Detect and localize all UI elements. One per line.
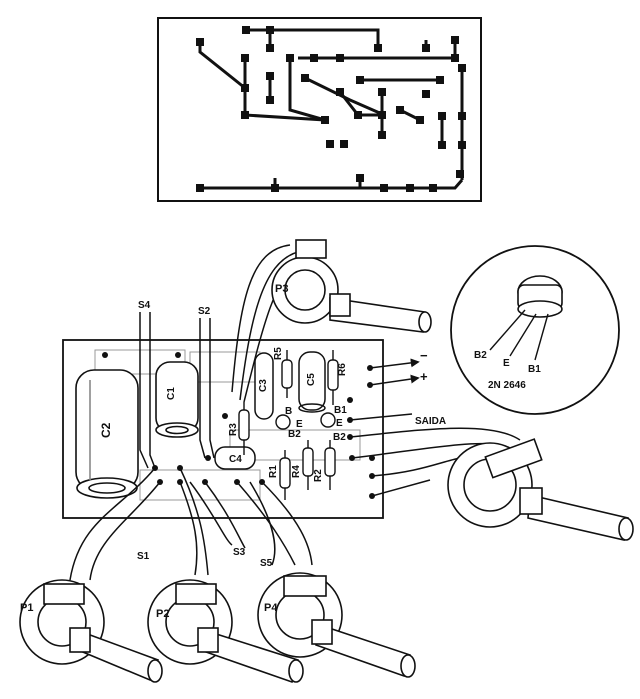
label-b: B (285, 406, 292, 417)
label-r3: R3 (228, 423, 239, 436)
label-r2: R2 (313, 469, 324, 482)
pcb-pads (196, 26, 466, 192)
label-c1: C1 (166, 387, 177, 400)
potentiometer-p1 (19, 579, 163, 683)
pcb-outline (157, 17, 482, 202)
potentiometer-p3 (271, 239, 432, 333)
capacitor-c3 (254, 352, 274, 420)
resistor-r2 (324, 440, 336, 490)
labels: S4 S2 S1 S3 S5 C1 C2 C3 C4 C5 R1 R2 R3 R… (20, 283, 541, 620)
label-r6: R6 (337, 363, 348, 376)
potentiometer-p-right (447, 438, 634, 541)
label-minus: − (420, 348, 428, 363)
resistor-r6 (327, 350, 339, 405)
potentiometer-p4 (257, 572, 416, 678)
label-r4: R4 (291, 465, 302, 478)
label-b2: B2 (288, 429, 301, 440)
label-r5: R5 (273, 347, 284, 360)
label-p1: P1 (20, 602, 33, 614)
label-pin-b2: B2 (474, 350, 487, 361)
label-s3: S3 (233, 547, 246, 558)
label-p3: P3 (275, 283, 288, 295)
label-s2: S2 (198, 306, 211, 317)
label-c2: C2 (99, 422, 113, 438)
capacitor-c5 (298, 351, 326, 413)
transistor-q2 (320, 412, 336, 428)
board-outline (62, 339, 384, 519)
label-c3: C3 (258, 379, 269, 392)
label-e-right: E (296, 419, 303, 430)
capacitor-c2 (75, 369, 139, 499)
transistor-q1 (275, 414, 291, 430)
resistor-r4 (302, 440, 314, 490)
label-c5: C5 (306, 373, 317, 386)
resistor-r1 (279, 450, 291, 500)
component-board (62, 339, 384, 519)
transistor-pinout-inset (450, 245, 620, 415)
resistor-r3 (238, 402, 250, 455)
label-s4: S4 (138, 300, 151, 311)
label-pin-e: E (503, 358, 510, 369)
label-saida: SAIDA (415, 416, 446, 427)
label-b2-right: B2 (333, 432, 346, 443)
potentiometer-p2 (147, 579, 304, 684)
label-p2: P2 (156, 608, 169, 620)
label-plus: + (420, 369, 428, 384)
label-s5: S5 (260, 558, 273, 569)
capacitor-c1 (155, 361, 199, 438)
label-c4: C4 (229, 454, 242, 465)
label-pin-b1: B1 (528, 364, 541, 375)
label-r1: R1 (268, 465, 279, 478)
label-s1: S1 (137, 551, 150, 562)
label-p4: P4 (264, 602, 278, 614)
label-transistor: 2N 2646 (488, 380, 526, 391)
label-b1: B1 (334, 405, 347, 416)
pcb-trace-layout (157, 17, 482, 202)
label-e: E (336, 418, 343, 429)
wires (69, 244, 521, 581)
resistor-r5 (281, 350, 293, 398)
capacitor-c4 (214, 446, 256, 470)
